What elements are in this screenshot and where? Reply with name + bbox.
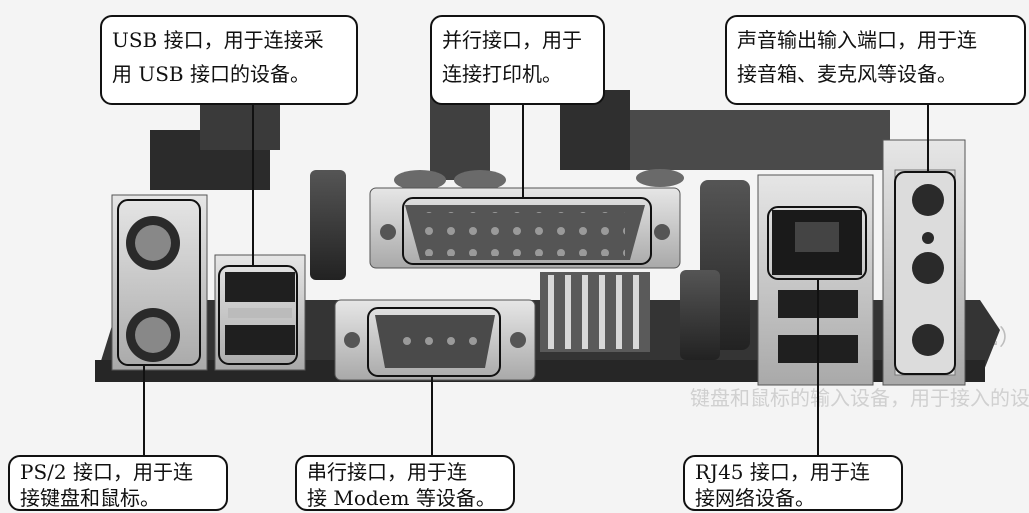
audio-callout-line1: 声音输出输入端口，用于连 [737,28,977,52]
background-component [430,90,490,180]
ps2-callout: PS/2 接口，用于连 接键盘和鼠标。 [8,455,228,511]
serial-callout-line1: 串行接口，用于连 [307,460,467,484]
parallel-callout-line2: 连接打印机。 [442,62,562,86]
usb-port-stack-left [214,254,306,371]
rj45-callout: RJ45 接口，用于连 接网络设备。 [683,455,903,511]
capacitors [310,169,750,360]
ps2-port-stack [111,194,208,371]
audio-callout-line2: 接音箱、麦克风等设备。 [737,62,957,86]
usb-callout-line2: 用 USB 接口的设备。 [112,62,310,86]
ps2-callout-line1: PS/2 接口，用于连 [20,460,193,484]
ps2-callout-line2: 接键盘和鼠标。 [20,486,160,510]
parallel-port [369,187,681,269]
serial-callout-line2: 接 Modem 等设备。 [307,486,496,510]
rj45-callout-line2: 接网络设备。 [695,486,815,510]
ps2-highlight [117,199,201,366]
parallel-highlight [402,197,652,265]
parallel-callout-line1: 并行接口，用于 [442,28,582,52]
serial-callout: 串行接口，用于连 接 Modem 等设备。 [295,455,515,511]
audio-jack-stack [882,139,966,386]
heatsink [540,272,650,352]
audio-highlight [894,171,956,375]
usb-callout: USB 接口，用于连接采 用 USB 接口的设备。 [100,15,358,105]
audio-callout: 声音输出输入端口，用于连 接音箱、麦克风等设备。 [725,15,1026,105]
serial-highlight [367,307,501,377]
serial-port [334,299,536,381]
usb-callout-line1: USB 接口，用于连接采 [112,28,324,52]
usb-highlight [218,265,298,365]
leader-lines [143,103,929,455]
background-component [630,110,890,170]
rj45-callout-line1: RJ45 接口，用于连 [695,460,870,484]
faint-text-fragment: 键盘和鼠标的输入设备，用于接入的设备。 [690,386,1029,410]
parallel-callout: 并行接口，用于 连接打印机。 [430,15,605,105]
